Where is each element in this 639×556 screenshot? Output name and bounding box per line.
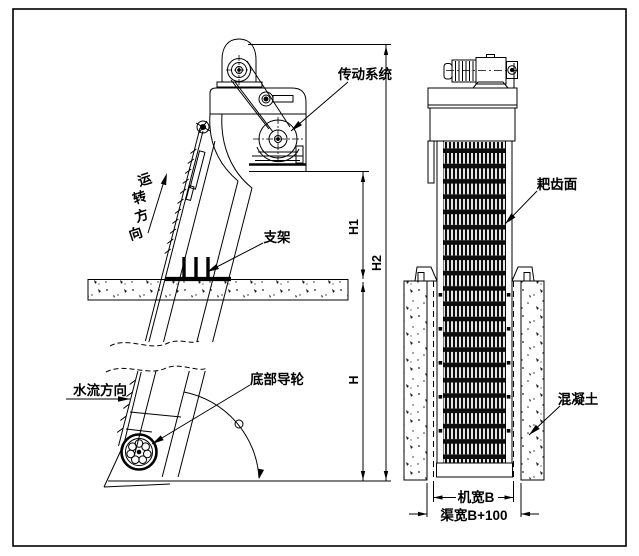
screen-body (436, 140, 513, 478)
text-labels: 传动系统 支架 水流方向 底部导轮 耙齿面 混凝土 运 转 方 向 H1 H2 … (73, 66, 599, 523)
angle-arc (183, 391, 265, 479)
floor-slab (87, 279, 349, 301)
label-rotation-char-2: 转 (131, 187, 149, 207)
label-bottom-guide-wheel: 底部导轮 (250, 371, 304, 387)
water-flow-arrowhead (118, 396, 130, 402)
hidden-machine-edges (433, 281, 514, 481)
leader-arrow-support (207, 263, 219, 272)
label-rotation-char-4: 向 (127, 224, 145, 243)
guide-rail (189, 150, 206, 190)
dimensions (248, 44, 539, 517)
frame-bolts (438, 293, 511, 433)
leader-arrow-concrete (529, 424, 540, 435)
leader-arrow-transmission (291, 121, 302, 131)
label-rake-surface: 耙齿面 (537, 176, 578, 192)
front-head (427, 87, 518, 184)
rotation-arrow (147, 177, 166, 234)
dim-label-h: H (347, 375, 361, 384)
dim-label-machine-width: 机宽B (458, 489, 495, 505)
dim-label-h1: H1 (347, 219, 361, 235)
leader-lines (66, 81, 561, 445)
leader-arrow-rake (505, 213, 516, 224)
drawing-border (12, 8, 627, 547)
dim-label-channel-width: 渠宽B+100 (439, 507, 507, 523)
anchor-brackets (414, 266, 535, 282)
label-water-flow: 水流方向 (73, 382, 127, 398)
concrete-walls (403, 280, 545, 481)
label-concrete: 混凝土 (558, 391, 599, 407)
support-bracket (165, 257, 231, 282)
front-view (403, 54, 545, 481)
side-view (87, 38, 391, 488)
chain-ticks (116, 148, 197, 433)
label-rotation-char-1: 运 (136, 170, 154, 189)
label-transmission-system: 传动系统 (337, 66, 392, 82)
label-support: 支架 (263, 229, 291, 245)
bottom-guide-wheel (120, 433, 158, 471)
rake-grid (443, 142, 506, 463)
label-rotation-char-3: 方 (133, 206, 151, 225)
dim-label-h2: H2 (370, 255, 384, 271)
rotation-arrowhead (160, 173, 167, 186)
head-assembly (195, 38, 369, 172)
guide-rail-lower (185, 185, 195, 201)
break-lines (105, 340, 208, 373)
leader-arrow-wheel (152, 435, 164, 444)
